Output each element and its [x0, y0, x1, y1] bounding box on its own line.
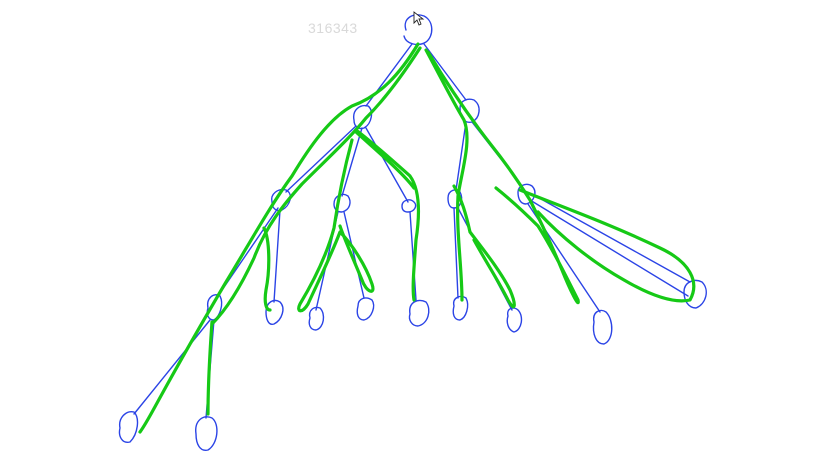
edge-r-rl: [455, 121, 467, 191]
watermark-id: 316343: [308, 20, 358, 36]
edge-rr-leaf10a: [531, 193, 691, 283]
edge-ll-leaf3: [273, 209, 281, 303]
highlight-ll-leaf3: [262, 226, 272, 312]
highlight-rr-leaf9: [426, 50, 580, 305]
edge-rl-leaf7: [453, 207, 459, 299]
leaf-7: [452, 295, 469, 321]
highlight-rl-leaf8: [452, 184, 516, 309]
leaf-4: [308, 306, 325, 331]
leaf-6: [408, 299, 430, 327]
leaf-9: [592, 309, 613, 345]
green-highlight-strokes: [138, 42, 696, 434]
highlight-left-inner: [210, 46, 422, 326]
node-lll: [206, 294, 223, 321]
edge-l-lm: [341, 127, 363, 197]
leaf-8: [506, 307, 523, 333]
edge-root-right: [423, 43, 467, 101]
leaf-3: [265, 299, 284, 325]
leaf-5: [356, 297, 375, 321]
mouse-pointer-icon: [413, 11, 425, 26]
edge-l-ll: [285, 125, 357, 193]
highlight-leaf2: [206, 320, 214, 416]
edge-lm-leaf5: [343, 211, 365, 299]
highlight-lm-loop: [297, 138, 375, 313]
highlight-right-main: [424, 48, 469, 302]
edge-lll-leaf1: [133, 319, 211, 415]
edge-lr-leaf6: [409, 211, 417, 301]
highlight-left-outer: [138, 42, 420, 434]
edge-l-lr: [365, 127, 409, 203]
node-lr: [401, 199, 417, 213]
leaf-2: [195, 416, 218, 451]
edge-rr-leaf10b: [529, 199, 689, 297]
highlight-rr-leaf10: [518, 188, 696, 303]
leaf-1: [118, 411, 139, 443]
highlight-lr-loop: [354, 128, 421, 302]
root-node: [403, 14, 433, 46]
